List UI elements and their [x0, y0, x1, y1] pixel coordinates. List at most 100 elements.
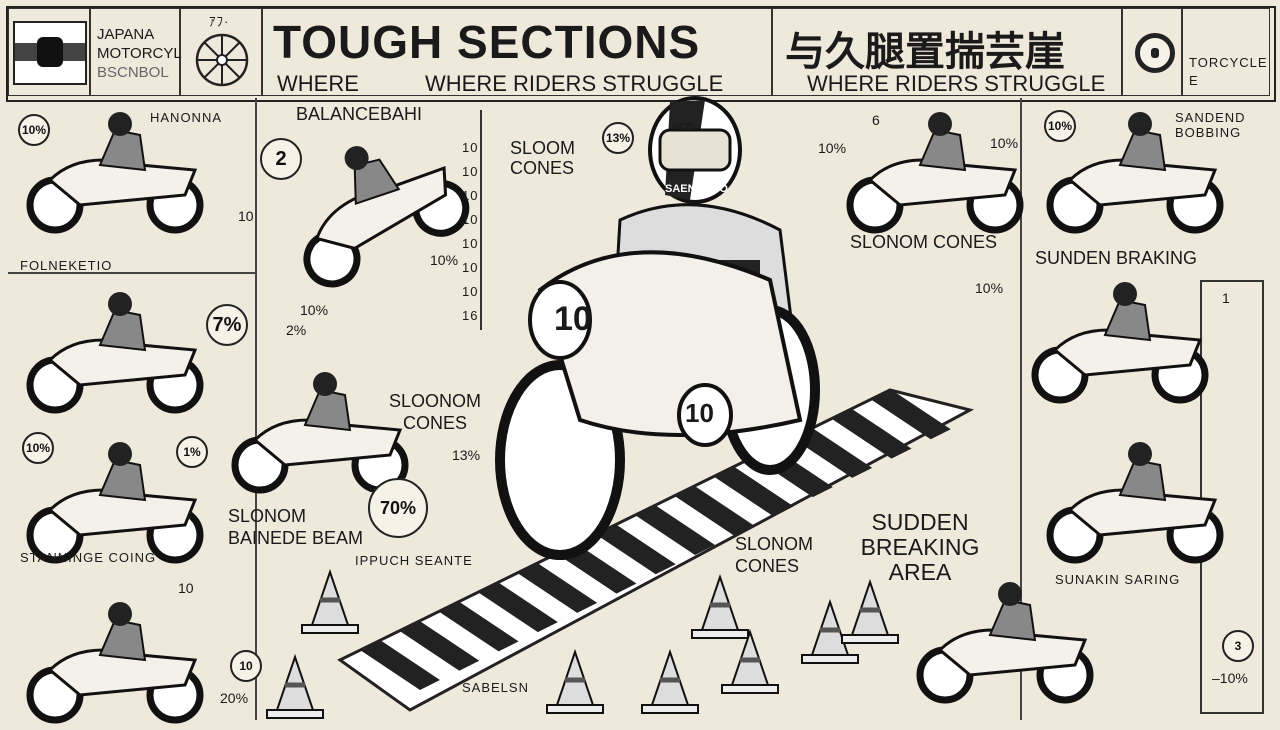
divider [1020, 98, 1022, 720]
axis-tick-label: 10 [462, 212, 479, 227]
japanese-title: 与久腿置揣芸崖 [785, 30, 1065, 74]
ramp-stripe [360, 640, 440, 690]
label-sudden-braking-area: SUDDEN BREAKING AREA [860, 509, 980, 585]
traffic-cone-icon [266, 653, 324, 719]
motorcycle-rider-icon [916, 582, 1094, 704]
corner-cell: TORCYCLE E [1182, 8, 1270, 96]
school-name-cell: JAPANA MOTORCYL BSCNBOL [90, 8, 182, 96]
corner-text: TORCYCLE [1189, 55, 1268, 70]
ramp-stripe [399, 620, 480, 671]
traffic-cone-icon [641, 648, 699, 714]
label-slaking: SUNAKIN SARING [1055, 572, 1181, 587]
percentage-label: 10% [18, 114, 50, 146]
wheel-cell: ｱﾌ· [180, 8, 262, 96]
percentage-label: 2 [260, 138, 302, 180]
motorcycle-rider-icon [1046, 112, 1224, 234]
divider [255, 98, 257, 720]
subtitle-left: WHERE [277, 71, 359, 96]
bike-number-front: 10 [554, 300, 592, 338]
percentage-label: 10 [238, 208, 254, 224]
axis-tick-label: 10 [462, 260, 479, 275]
school-line: BSCNBOL [97, 64, 169, 81]
axis-tick-label: 10 [462, 236, 479, 251]
corner-text: E [1189, 73, 1199, 88]
belt-logo-icon [13, 21, 87, 85]
ramp-stripe [674, 485, 755, 536]
percentage-label: –10% [1212, 670, 1248, 686]
traffic-cone-icon [721, 628, 779, 694]
ramp-stripe [517, 562, 598, 613]
label-balance-beam: BALANCEBAHI [296, 104, 423, 124]
percentage-label: 10% [975, 280, 1004, 296]
motorcycle-rider-icon [846, 112, 1024, 234]
label-ippuch: IPPUCH SEANTE [355, 553, 473, 568]
school-name: JAPANA MOTORCYL BSCNBOL [97, 25, 182, 82]
traffic-cone-icon [546, 648, 604, 714]
label-sudden-braking: SUNDEN BRAKING [1035, 248, 1198, 268]
percentage-label: 10% [818, 140, 847, 156]
label-sanding: SANDEND BOBBING [1175, 110, 1246, 140]
wheel-icon [195, 33, 249, 87]
divider [8, 272, 256, 274]
percentage-label: 10 [178, 580, 194, 596]
label-slalom-beam: SLONOM BAINEDE BEAM [228, 506, 364, 548]
percentage-label: 2% [286, 322, 307, 338]
side-gauge [1200, 280, 1264, 714]
traffic-cone-icon [691, 573, 749, 639]
school-line: JAPANA [97, 26, 155, 43]
label-hanonna: HANONNA [150, 110, 223, 125]
percentage-label: 6 [872, 112, 880, 128]
page-subtitle: WHERE RIDERS STRUGGLE [425, 71, 724, 96]
percentage-label: 10 [230, 650, 262, 682]
percentage-label: 20% [220, 690, 249, 706]
subtitle-right: WHERE RIDERS STRUGGLE [807, 71, 1106, 96]
percentage-label: 13% [602, 122, 634, 154]
bike-number-side: 10 [685, 398, 714, 428]
ramp-stripe [595, 524, 676, 575]
axis-tick-label: 10 [462, 284, 479, 299]
label-folner: FOLNEKETIO [20, 258, 113, 273]
axis-line [480, 110, 482, 330]
percentage-label: 10% [300, 302, 329, 318]
label-slalom-cones-2: SLOONOM CONES [388, 391, 481, 433]
motorcycle-rider-icon [26, 112, 204, 234]
logo-cell [8, 8, 90, 96]
percentage-label: 3 [1222, 630, 1254, 662]
title-cell: TOUGH SECTIONS WHERE WHERE RIDERS STRUGG… [262, 8, 772, 96]
ramp-stripe [635, 505, 715, 555]
percentage-label: 7% [206, 304, 248, 346]
ramp-stripe [477, 582, 558, 633]
header-frame [6, 6, 1276, 102]
motorcycle-rider-icon [1031, 282, 1209, 404]
ramp-stripe [870, 389, 951, 440]
ramp-stripe [438, 601, 519, 652]
rider-bib-text: SAENUNCO [665, 183, 728, 195]
axis-tick-label: 10 [462, 164, 479, 179]
traffic-cone-icon [301, 568, 359, 634]
traffic-cone-icon [841, 578, 899, 644]
traffic-cone-icon [801, 598, 859, 664]
percentage-label: 1 [1222, 290, 1230, 306]
helmet-text: RCD [672, 122, 694, 133]
axis-tick-label: 10 [462, 188, 479, 203]
label-starting: STANNINGE COING [20, 550, 157, 565]
percentage-label: 10% [430, 252, 459, 268]
motorcycle-rider-icon [303, 146, 470, 288]
percentage-label: 10% [1044, 110, 1076, 142]
percentage-label: 70% [368, 478, 428, 538]
percentage-label: 13% [452, 447, 481, 463]
motorcycle-rider-icon [26, 292, 204, 414]
motorcycle-rider-icon [26, 602, 204, 724]
label-slalom-cones-3: SLONOM CONES [735, 534, 814, 576]
ramp-stripe [831, 408, 912, 459]
badge-cell [1122, 8, 1182, 96]
badge-icon [1135, 33, 1175, 73]
percentage-label: 10% [990, 135, 1019, 151]
small-mark: ｱﾌ· [209, 14, 230, 29]
percentage-label: 10% [22, 432, 54, 464]
page-title: TOUGH SECTIONS [273, 16, 701, 68]
label-slalom-cones: SLOOM CONES [510, 138, 576, 178]
ramp-stripe [713, 466, 794, 517]
motorcycle-rider-icon [1046, 442, 1224, 564]
japanese-title-cell: 与久腿置揣芸崖 WHERE RIDERS STRUGGLE [772, 8, 1122, 96]
